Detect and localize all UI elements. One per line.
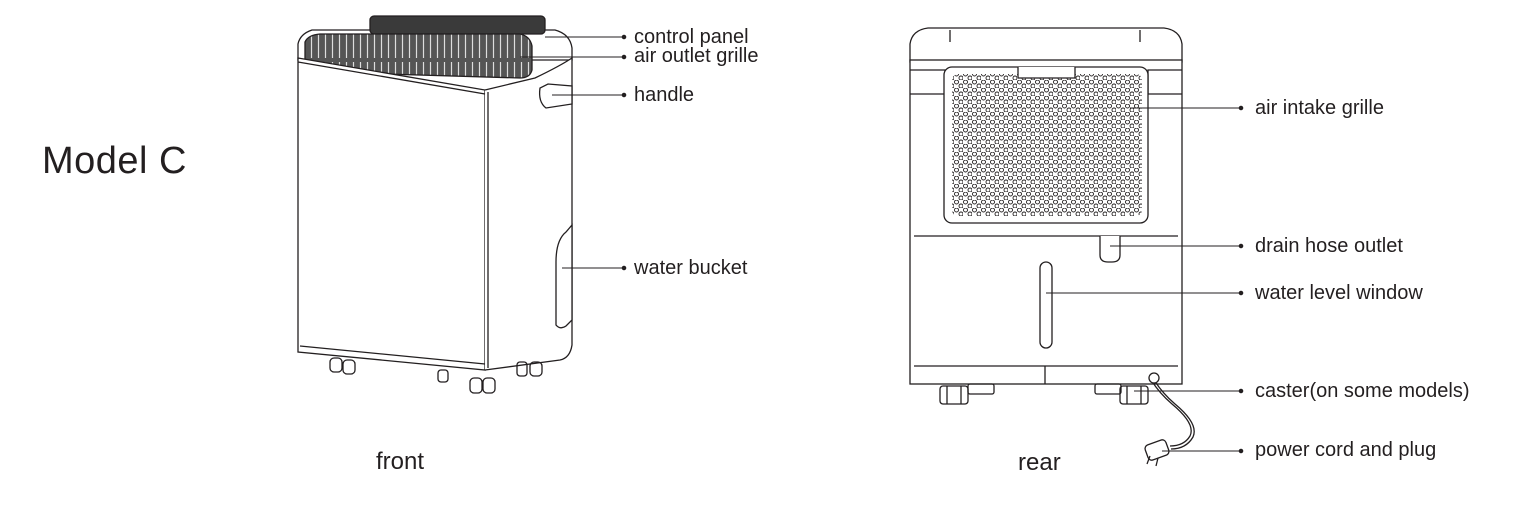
caption-front: front — [376, 448, 425, 475]
label-power-cord: power cord and plug — [1255, 439, 1437, 461]
label-control-panel: control panel — [634, 26, 749, 48]
label-air-intake-grille: air intake grille — [1255, 97, 1384, 119]
label-drain-hose-outlet: drain hose outlet — [1255, 235, 1403, 257]
drain-hose-outlet — [1099, 236, 1121, 263]
power-cord — [1149, 377, 1192, 447]
water-level-window — [1039, 261, 1053, 349]
rear-unit — [909, 27, 1195, 467]
label-water-level-window: water level window — [1255, 282, 1423, 304]
rear-casters — [939, 383, 1149, 405]
label-water-bucket: water bucket — [634, 257, 748, 279]
front-unit — [297, 15, 573, 394]
model-title: Model C — [42, 140, 187, 182]
label-handle: handle — [634, 84, 695, 106]
label-caster: caster(on some models) — [1255, 380, 1470, 402]
front-casters — [329, 357, 543, 394]
control-panel — [369, 15, 546, 35]
label-air-outlet-grille: air outlet grille — [634, 45, 759, 67]
caption-rear: rear — [1018, 449, 1061, 476]
water-bucket — [555, 223, 573, 329]
handle — [538, 83, 573, 109]
